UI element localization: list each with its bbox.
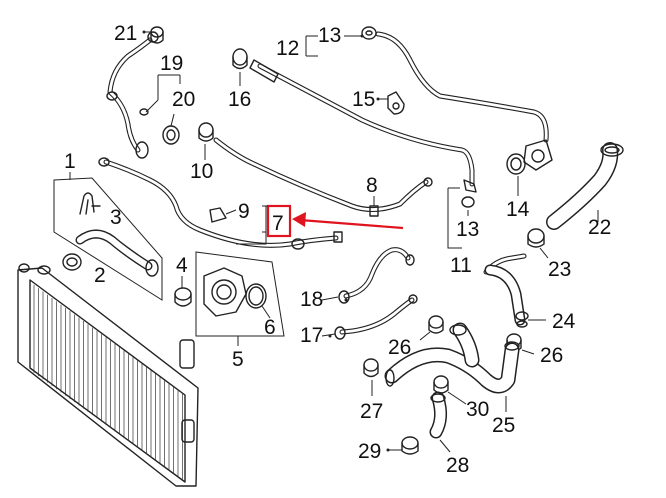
callout-6: 6 — [264, 316, 276, 339]
callout-19: 19 — [160, 52, 183, 75]
part-7-highlight — [266, 204, 404, 238]
callout-27: 27 — [360, 400, 383, 423]
callout-15: 15 — [352, 88, 375, 111]
callout-13b: 13 — [456, 218, 479, 241]
part-18-pipe — [338, 247, 415, 304]
callout-7: 7 — [272, 212, 284, 235]
part-12-pipe — [361, 26, 549, 143]
part-13-seal — [461, 196, 475, 208]
callout-2: 2 — [94, 264, 106, 287]
part-16-pipe — [232, 48, 475, 187]
callout-3: 3 — [110, 206, 122, 229]
callout-26b: 26 — [540, 344, 563, 367]
callout-20: 20 — [172, 88, 195, 111]
callout-12: 12 — [276, 37, 299, 60]
part-25-hose — [384, 322, 520, 394]
part-17-pipe — [334, 294, 418, 340]
part-4-clamp — [174, 276, 192, 307]
part-15-clamp — [387, 91, 405, 115]
part-group-1 — [53, 172, 163, 301]
part-9-clip — [209, 207, 227, 223]
callout-30: 30 — [466, 398, 489, 421]
callout-5: 5 — [232, 348, 244, 371]
callout-13a: 13 — [318, 24, 341, 47]
part-27-clamp — [363, 358, 379, 378]
callout-28: 28 — [446, 454, 469, 477]
callout-21: 21 — [114, 22, 137, 45]
callout-11: 11 — [450, 254, 472, 277]
part-6-seal — [245, 283, 267, 309]
part-30-clamp — [433, 375, 449, 394]
part-24-pipe — [483, 253, 529, 328]
callout-1: 1 — [64, 150, 76, 173]
callout-17: 17 — [300, 324, 323, 347]
callout-24: 24 — [552, 310, 576, 333]
callout-9: 9 — [238, 200, 250, 223]
callout-26a: 26 — [388, 336, 411, 359]
callout-23: 23 — [548, 258, 571, 281]
part-10-pipe — [198, 122, 433, 217]
part-5-housing — [203, 267, 247, 317]
callout-4: 4 — [176, 254, 188, 277]
part-22-hose — [546, 142, 624, 230]
part-26a-clamp — [428, 315, 444, 334]
callout-16: 16 — [228, 88, 251, 111]
callout-22: 22 — [588, 216, 611, 239]
part-14-flange — [506, 139, 553, 175]
callout-29: 29 — [358, 440, 381, 463]
part-19-pipe — [106, 31, 159, 159]
callout-14: 14 — [506, 198, 530, 221]
part-3-clip — [79, 192, 101, 215]
part-20-seal — [162, 125, 180, 145]
callout-25: 25 — [492, 414, 515, 437]
part-28-hose — [429, 391, 448, 439]
callout-8: 8 — [366, 174, 378, 197]
part-group-5 — [195, 251, 285, 346]
part-7-pipe — [98, 157, 343, 250]
radiator — [17, 263, 199, 487]
part-23-clamp — [527, 228, 545, 248]
callout-18: 18 — [300, 288, 323, 311]
part-29-clamp — [401, 436, 419, 455]
callout-10: 10 — [190, 160, 213, 183]
